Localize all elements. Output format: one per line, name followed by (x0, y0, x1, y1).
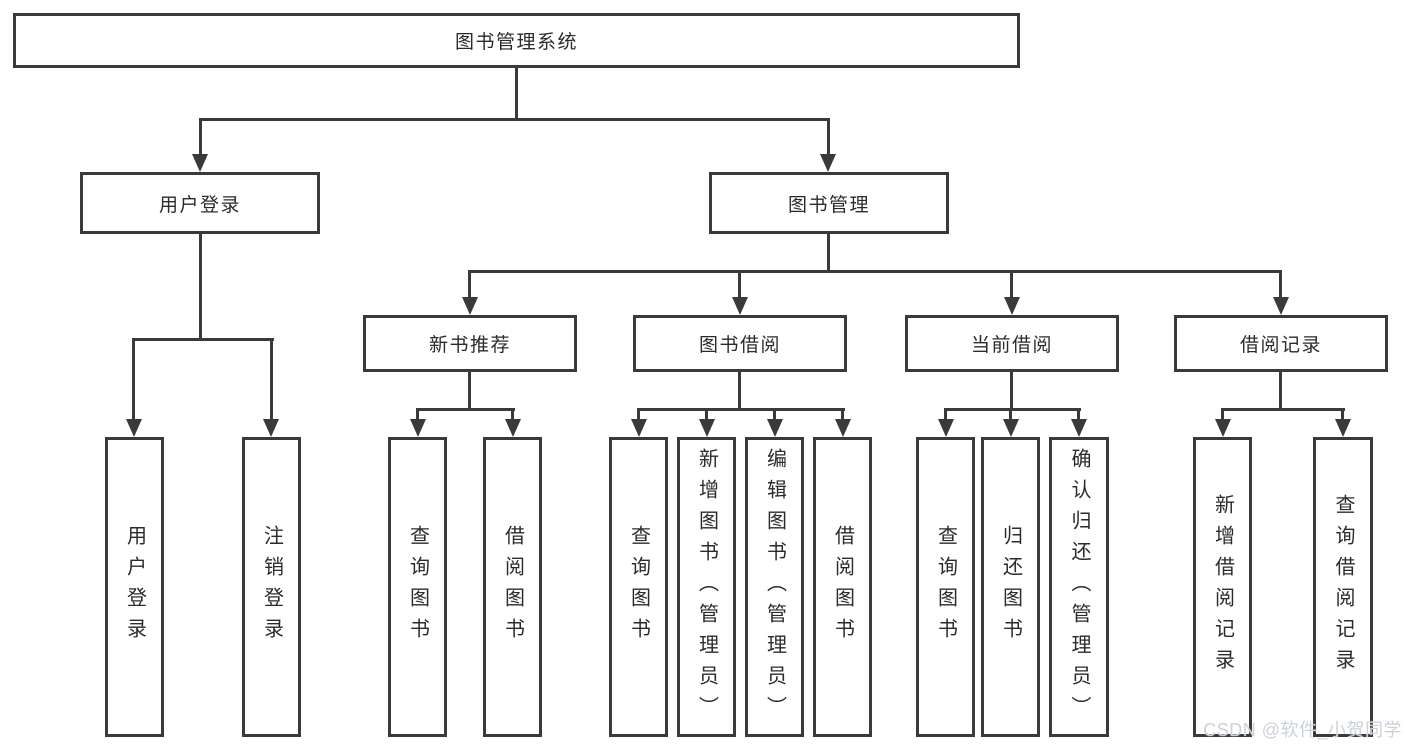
connector-line (1279, 270, 1282, 297)
leaf-borrow-books-2-label: 借阅图书 (831, 525, 854, 649)
connector-line (738, 270, 741, 297)
node-book-management: 图书管理 (709, 172, 949, 234)
connector-line (1221, 408, 1345, 411)
connector-line (637, 408, 640, 419)
arrowhead-down-icon (410, 419, 426, 437)
leaf-query-borrow-record: 查询借阅记录 (1313, 437, 1373, 737)
arrowhead-down-icon (462, 297, 478, 315)
connector-line (515, 68, 518, 118)
leaf-user-login: 用户登录 (105, 437, 164, 737)
node-borrow-records: 借阅记录 (1174, 315, 1388, 372)
connector-line (1341, 408, 1344, 419)
leaf-borrow-books-2: 借阅图书 (813, 437, 872, 737)
connector-line (827, 234, 830, 270)
leaf-query-books-2-label: 查询图书 (627, 525, 650, 649)
node-book-management-label: 图书管理 (787, 194, 870, 216)
connector-line (132, 338, 274, 341)
arrowhead-down-icon (699, 419, 715, 437)
leaf-return-book-label: 归还图书 (999, 525, 1022, 649)
connector-line (738, 372, 741, 408)
node-current-borrow-label: 当前借阅 (970, 335, 1053, 356)
connector-line (270, 338, 273, 419)
leaf-add-book-admin: 新增图书（管理员） (677, 437, 736, 737)
arrowhead-down-icon (767, 419, 783, 437)
arrowhead-down-icon (1335, 419, 1351, 437)
connector-line (944, 408, 947, 419)
node-book-borrow: 图书借阅 (633, 315, 847, 372)
connector-line (944, 408, 1081, 411)
connector-line (468, 372, 471, 408)
node-new-book-recommend-label: 新书推荐 (428, 335, 511, 356)
connector-line (511, 408, 514, 419)
arrowhead-down-icon (505, 419, 521, 437)
arrowhead-down-icon (820, 154, 836, 172)
leaf-query-books-2: 查询图书 (609, 437, 668, 737)
leaf-edit-book-admin: 编辑图书（管理员） (745, 437, 804, 737)
leaf-query-books-1: 查询图书 (388, 437, 447, 737)
connector-line (841, 408, 844, 419)
leaf-edit-book-admin-label: 编辑图书（管理员） (763, 447, 786, 727)
leaf-confirm-return-admin-label: 确认归还（管理员） (1068, 447, 1090, 727)
leaf-user-login-label: 用户登录 (123, 525, 146, 649)
leaf-borrow-books-1: 借阅图书 (483, 437, 542, 737)
connector-line (1279, 372, 1282, 408)
arrowhead-down-icon (1215, 419, 1231, 437)
arrowhead-down-icon (1003, 419, 1019, 437)
connector-line (637, 408, 845, 411)
connector-line (416, 408, 419, 419)
connector-line (827, 118, 830, 154)
arrowhead-down-icon (263, 419, 279, 437)
node-borrow-records-label: 借阅记录 (1239, 335, 1322, 356)
arrowhead-down-icon (1071, 419, 1087, 437)
arrowhead-down-icon (938, 419, 954, 437)
connector-line (1010, 372, 1013, 408)
connector-line (1077, 408, 1080, 419)
connector-line (416, 408, 515, 411)
connector-line (468, 270, 471, 297)
leaf-add-borrow-record: 新增借阅记录 (1193, 437, 1252, 737)
connector-line (132, 338, 135, 419)
leaf-borrow-books-1-label: 借阅图书 (501, 525, 524, 649)
arrowhead-down-icon (835, 419, 851, 437)
leaf-add-book-admin-label: 新增图书（管理员） (695, 447, 718, 727)
leaf-confirm-return-admin: 确认归还（管理员） (1049, 437, 1109, 737)
node-book-borrow-label: 图书借阅 (698, 335, 781, 356)
arrowhead-down-icon (192, 154, 208, 172)
connector-line (199, 118, 830, 121)
node-new-book-recommend: 新书推荐 (363, 315, 577, 372)
arrowhead-down-icon (1273, 297, 1289, 315)
connector-line (773, 408, 776, 419)
node-root-label: 图书管理系统 (454, 32, 578, 53)
leaf-query-books-1-label: 查询图书 (406, 525, 429, 649)
arrowhead-down-icon (732, 297, 748, 315)
node-root: 图书管理系统 (13, 13, 1020, 68)
connector-line (199, 118, 202, 154)
connector-line (1221, 408, 1224, 419)
node-user-login-label: 用户登录 (158, 194, 241, 216)
node-user-login: 用户登录 (80, 172, 320, 234)
leaf-logout: 注销登录 (242, 437, 301, 737)
connector-line (199, 234, 202, 338)
leaf-query-books-3: 查询图书 (916, 437, 975, 737)
node-current-borrow: 当前借阅 (905, 315, 1119, 372)
arrowhead-down-icon (126, 419, 142, 437)
arrowhead-down-icon (631, 419, 647, 437)
connector-line (468, 270, 1282, 273)
leaf-query-books-3-label: 查询图书 (934, 525, 957, 649)
leaf-logout-label: 注销登录 (260, 525, 283, 649)
connector-line (705, 408, 708, 419)
arrowhead-down-icon (1004, 297, 1020, 315)
csdn-watermark: CSDN @软件_小贺同学 (1203, 720, 1402, 740)
leaf-return-book: 归还图书 (981, 437, 1040, 737)
connector-line (1010, 270, 1013, 297)
leaf-add-borrow-record-label: 新增借阅记录 (1211, 494, 1234, 680)
leaf-query-borrow-record-label: 查询借阅记录 (1332, 494, 1354, 680)
connector-line (1009, 408, 1012, 419)
